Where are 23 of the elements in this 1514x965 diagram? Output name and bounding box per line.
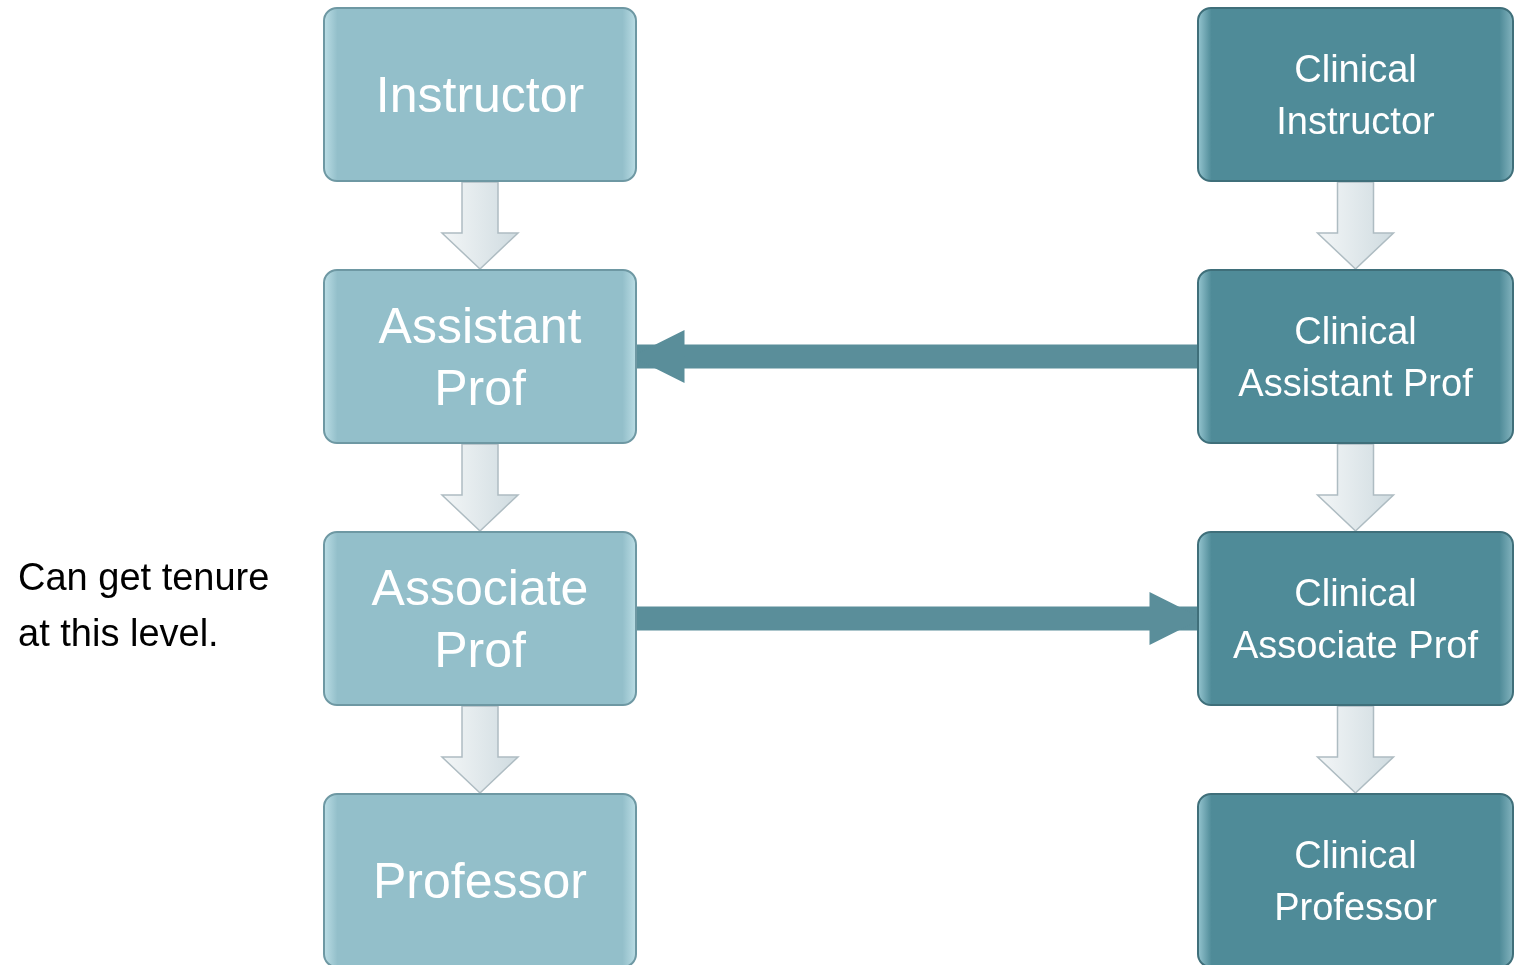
process-box — [1197, 7, 1514, 182]
box-label: Clinical Associate Prof — [1232, 570, 1479, 668]
box-label: Associate Prof — [370, 558, 590, 680]
down-arrow — [1315, 705, 1396, 795]
process-box — [1197, 793, 1514, 965]
down-arrow — [1315, 181, 1396, 271]
process-box — [323, 269, 637, 444]
box-label: Assistant Prof — [377, 296, 583, 418]
process-box — [1197, 269, 1514, 444]
down-arrow — [440, 705, 520, 795]
box-label: Clinical Instructor — [1275, 46, 1436, 144]
down-arrow — [440, 443, 520, 533]
process-box — [1197, 531, 1514, 706]
process-box — [323, 793, 637, 965]
note-text: Can get tenure at this level. — [18, 555, 271, 656]
box-label: Clinical Professor — [1273, 832, 1438, 930]
process-box — [323, 531, 637, 706]
box-label: Clinical Assistant Prof — [1237, 308, 1474, 406]
down-arrow — [440, 181, 520, 271]
box-label: Instructor — [375, 65, 585, 125]
process-box — [323, 7, 637, 182]
box-label: Professor — [373, 851, 587, 911]
down-arrow — [1315, 443, 1396, 533]
